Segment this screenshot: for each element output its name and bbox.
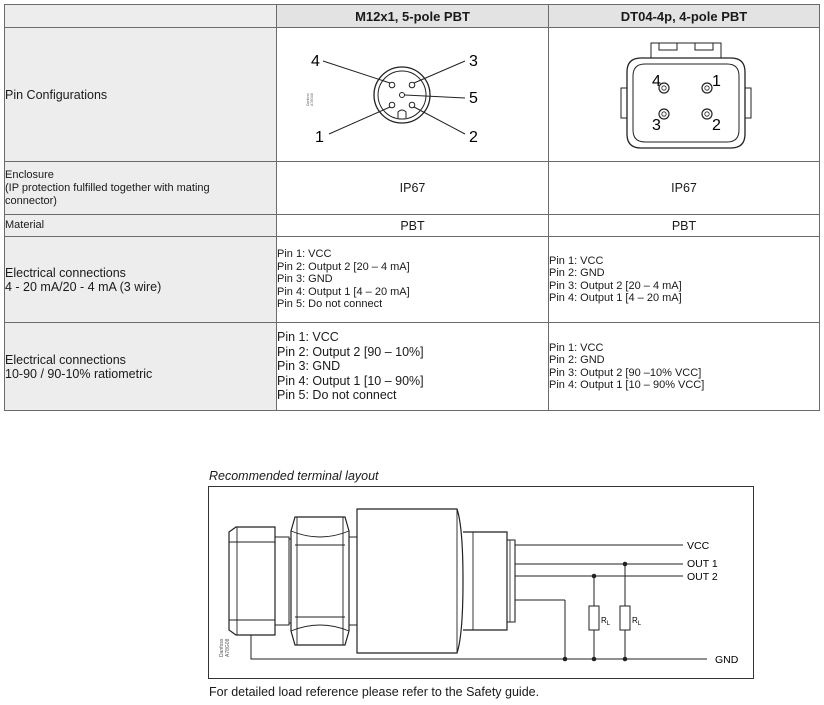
m12-pin-3: 3 (469, 53, 478, 70)
elec2-dt04-line-2: Pin 2: GND (549, 354, 605, 366)
header-row: M12x1, 5-pole PBT DT04-4p, 4-pole PBT (4, 4, 820, 28)
elec2-label-line-1: Electrical connections (5, 352, 126, 367)
m12-pin-2: 2 (469, 129, 478, 146)
enclosure-label-line-3: connector) (5, 194, 57, 207)
enclosure-row: Enclosure (IP protection fulfilled toget… (4, 161, 820, 215)
label-vcc: VCC (687, 540, 710, 552)
m12-pin-4: 4 (311, 53, 320, 70)
elec2-m12-line-1: Pin 1: VCC (277, 330, 339, 345)
material-m12: PBT (276, 214, 549, 237)
elec1-label-line-2: 4 - 20 mA/20 - 4 mA (3 wire) (5, 279, 162, 294)
m12-pin-5: 5 (469, 90, 478, 107)
elec1-m12-line-2: Pin 2: Output 2 [20 – 4 mA] (277, 260, 410, 273)
dt04-pinout-diagram: 4 1 3 2 (620, 42, 752, 149)
dt04-pin-4: 4 (652, 73, 661, 90)
spec-table: M12x1, 5-pole PBT DT04-4p, 4-pole PBT Pi… (4, 4, 820, 411)
dt04-pin-1: 1 (712, 73, 721, 90)
material-row: Material PBT PBT (4, 214, 820, 237)
terminal-diagram: VCC OUT 1 OUT 2 GND RL RL Danfoss A78G08 (208, 486, 754, 679)
enclosure-label-line-1: Enclosure (5, 168, 54, 181)
elec1-m12-line-3: Pin 3: GND (277, 273, 333, 286)
elec1-dt04-line-3: Pin 3: Output 2 [20 – 4 mA] (549, 279, 682, 292)
m12-pin-1: 1 (315, 129, 324, 146)
header-dt04: DT04-4p, 4-pole PBT (548, 4, 820, 28)
elec1-label-line-1: Electrical connections (5, 265, 126, 280)
elec2-m12-line-3: Pin 3: GND (277, 359, 341, 374)
elec1-m12-line-1: Pin 1: VCC (277, 248, 332, 261)
resistor-2-sub: L (638, 621, 642, 627)
material-dt04: PBT (548, 214, 820, 237)
elec2-dt04-line-1: Pin 1: VCC (549, 341, 604, 354)
label-gnd: GND (715, 654, 739, 666)
resistor-2-label: RL (632, 616, 642, 627)
enclosure-dt04: IP67 (548, 161, 820, 215)
elec2-m12-line-4: Pin 4: Output 1 [10 – 90%] (277, 373, 424, 388)
enclosure-m12: IP67 (276, 161, 549, 215)
terminal-diagram-svg: VCC OUT 1 OUT 2 GND RL RL Danfoss A78G08 (219, 508, 739, 666)
material-label: Material (4, 214, 277, 237)
pin-config-row: Pin Configurations 4 3 5 1 2 (4, 27, 820, 162)
label-out2: OUT 2 (687, 571, 718, 583)
elec1-dt04-line-2: Pin 2: GND (549, 267, 605, 279)
dt04-pinout-cell: 4 1 3 2 (548, 27, 820, 162)
dt04-pin-3: 3 (652, 117, 661, 134)
m12-pinout-cell: 4 3 5 1 2 Danfoss A78G08 (276, 27, 549, 162)
pin-config-label: Pin Configurations (4, 27, 277, 162)
enclosure-label-line-2: (IP protection fulfilled together with m… (5, 181, 210, 194)
elec1-m12: Pin 1: VCC Pin 2: Output 2 [20 – 4 mA] P… (276, 236, 549, 323)
elec1-m12-line-5: Pin 5: Do not connect (277, 298, 383, 311)
resistor-1-r: R (601, 616, 607, 625)
enclosure-label: Enclosure (IP protection fulfilled toget… (4, 161, 277, 215)
elec1-dt04: Pin 1: VCC Pin 2: GND Pin 3: Output 2 [2… (548, 236, 820, 323)
elec1-dt04-line-4: Pin 4: Output 1 [4 – 20 mA] (549, 292, 682, 304)
elec2-row: Electrical connections 10-90 / 90-10% ra… (4, 322, 820, 411)
resistor-2-r: R (632, 616, 638, 625)
elec2-m12-line-2: Pin 2: Output 2 [90 – 10%] (277, 344, 424, 359)
m12-pinout-diagram: 4 3 5 1 2 Danfoss A78G08 (306, 53, 478, 146)
elec1-row: Electrical connections 4 - 20 mA/20 - 4 … (4, 236, 820, 323)
elec2-m12: Pin 1: VCC Pin 2: Output 2 [90 – 10%] Pi… (276, 322, 549, 411)
diagram-title: Recommended terminal layout (209, 469, 379, 483)
elec1-m12-line-4: Pin 4: Output 1 [4 – 20 mA] (277, 285, 410, 298)
resistor-1-label: RL (601, 616, 611, 627)
elec1-dt04-line-1: Pin 1: VCC (549, 254, 604, 267)
elec1-label: Electrical connections 4 - 20 mA/20 - 4 … (4, 236, 277, 323)
footnote: For detailed load reference please refer… (209, 685, 540, 699)
elec2-m12-line-5: Pin 5: Do not connect (277, 388, 397, 403)
header-m12: M12x1, 5-pole PBT (276, 4, 549, 28)
elec2-dt04-line-3: Pin 3: Output 2 [90 –10% VCC] (549, 366, 702, 379)
resistor-1-sub: L (607, 621, 611, 627)
diagram-small-text-1: Danfoss (219, 638, 225, 657)
label-out1: OUT 1 (687, 558, 718, 570)
elec2-dt04-line-4: Pin 4: Output 1 [10 – 90% VCC] (549, 379, 705, 391)
m12-small-text-2: A78G08 (310, 93, 314, 106)
elec2-dt04: Pin 1: VCC Pin 2: GND Pin 3: Output 2 [9… (548, 322, 820, 411)
header-blank (4, 4, 277, 28)
diagram-small-text-2: A78G08 (225, 638, 231, 657)
dt04-pin-2: 2 (712, 117, 721, 134)
m12-small-text-1: Danfoss (306, 93, 310, 106)
elec2-label: Electrical connections 10-90 / 90-10% ra… (4, 322, 277, 411)
elec2-label-line-2: 10-90 / 90-10% ratiometric (5, 366, 153, 381)
